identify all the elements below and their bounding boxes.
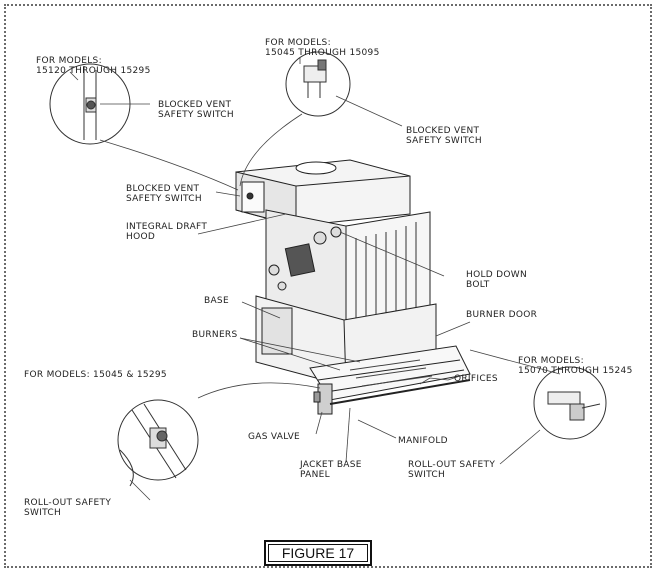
label-blocked-vent-1: BLOCKED VENT SAFETY SWITCH xyxy=(158,100,234,120)
boiler-body xyxy=(235,159,471,415)
detail-circle-top-mid xyxy=(285,51,351,117)
label-models-right: FOR MODELS: 15070 THROUGH 15245 xyxy=(518,356,633,376)
figure-caption-text: FIGURE 17 xyxy=(281,545,355,561)
leader-lines xyxy=(69,58,561,501)
label-rollout-right: ROLL-OUT SAFETY SWITCH xyxy=(408,460,496,480)
label-base: BASE xyxy=(204,296,229,306)
label-burner-door: BURNER DOOR xyxy=(466,310,538,320)
label-blocked-vent-3: BLOCKED VENT SAFETY SWITCH xyxy=(126,184,202,204)
label-models-top-left: FOR MODELS: 15120 THROUGH 15295 xyxy=(36,56,151,76)
figure-caption: FIGURE 17 xyxy=(264,540,372,566)
label-rollout-left: ROLL-OUT SAFETY SWITCH xyxy=(24,498,112,518)
detail-circle-right xyxy=(533,366,607,440)
label-models-top-mid: FOR MODELS: 15045 THROUGH 15095 xyxy=(265,38,380,58)
label-blocked-vent-2: BLOCKED VENT SAFETY SWITCH xyxy=(406,126,482,146)
label-hold-down-bolt: HOLD DOWN BOLT xyxy=(466,270,528,290)
label-manifold: MANIFOLD xyxy=(398,436,448,446)
label-orifices: ORIFICES xyxy=(454,374,498,384)
label-models-left: FOR MODELS: 15045 & 15295 xyxy=(24,370,167,380)
label-integral-draft-hood: INTEGRAL DRAFT HOOD xyxy=(126,222,208,242)
label-jacket-base-panel: JACKET BASE PANEL xyxy=(300,460,362,480)
label-gas-valve: GAS VALVE xyxy=(248,432,301,442)
label-burners: BURNERS xyxy=(192,330,238,340)
detail-circle-bottom-left xyxy=(117,399,199,487)
detail-circle-top-left xyxy=(49,63,131,145)
figure-caption-inner-border xyxy=(268,544,368,562)
